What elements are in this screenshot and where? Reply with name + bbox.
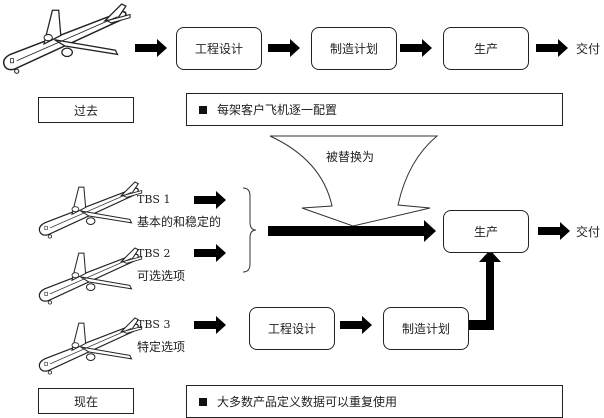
airplane-icon [38, 181, 143, 239]
tbs-2-id: TBS 2 [137, 247, 171, 260]
tbs-3-id: TBS 3 [137, 318, 171, 331]
flow-box-engineering-design-present: 工程设计 [249, 307, 335, 350]
arrow-right-icon [194, 244, 226, 262]
arrow-right-icon [194, 191, 226, 209]
past-note-text: 每架客户飞机逐一配置 [217, 103, 338, 117]
long-arrow [268, 220, 436, 242]
arrow-right-icon [135, 39, 167, 57]
arrow-right-icon [538, 222, 570, 240]
tbs-1-id: TBS 1 [137, 193, 171, 206]
flow-box-production-present: 生产 [443, 210, 529, 253]
arrow-right-icon [340, 316, 372, 334]
airplane-icon [38, 317, 143, 375]
airplane-icon [2, 3, 131, 75]
bullet-icon [199, 105, 207, 114]
past-note: 每架客户飞机逐一配置 [186, 93, 563, 126]
present-note: 大多数产品定义数据可以重复使用 [186, 385, 563, 418]
flow-box-manufacturing-plan-present: 制造计划 [383, 307, 469, 350]
tbs-3-desc: 特定选项 [137, 340, 186, 354]
delivery-label: 交付 [576, 42, 601, 56]
up-arrow [467, 250, 501, 330]
arrow-right-icon [268, 39, 300, 57]
flow-box-production: 生产 [443, 27, 529, 70]
delivery-label-present: 交付 [576, 225, 601, 239]
flow-box-manufacturing-plan: 制造计划 [311, 27, 397, 70]
transition-label: 被替换为 [326, 150, 375, 164]
bullet-icon [199, 397, 207, 406]
tbs-1-desc: 基本的和稳定的 [137, 215, 222, 229]
tbs-2-desc: 可选选项 [137, 269, 186, 283]
arrow-right-icon [400, 39, 432, 57]
era-label-past: 过去 [38, 97, 134, 123]
arrow-right-icon [536, 39, 568, 57]
present-note-text: 大多数产品定义数据可以重复使用 [217, 395, 398, 409]
flow-box-engineering-design: 工程设计 [176, 27, 262, 70]
airplane-icon [38, 247, 143, 305]
brace [242, 187, 257, 273]
arrow-right-icon [194, 316, 226, 334]
era-label-present: 现在 [38, 388, 134, 414]
